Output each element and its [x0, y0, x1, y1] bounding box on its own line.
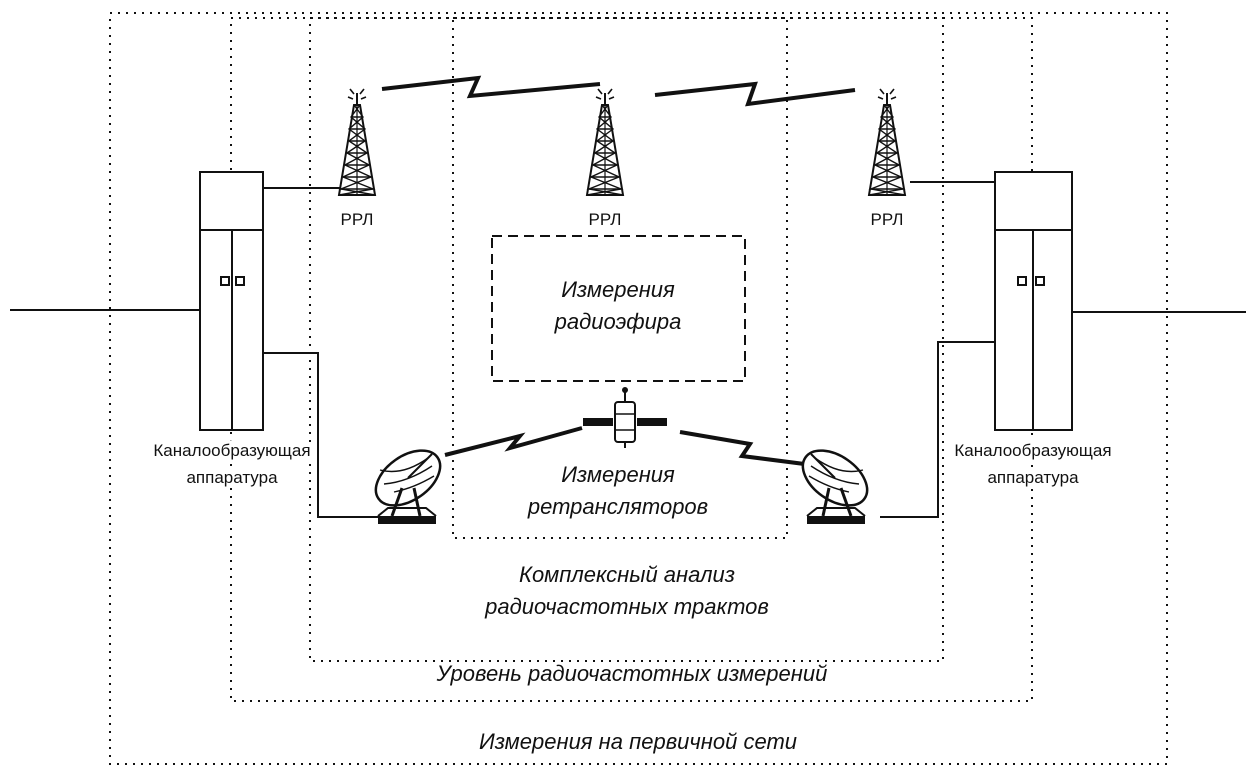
- earth-station-dish-right-icon: [791, 437, 879, 526]
- radio-relay-tower-center-icon: [586, 88, 624, 196]
- satellite-link-left-icon: [444, 426, 583, 457]
- transponders-label-line1: Измерения: [561, 462, 675, 487]
- equipment-right-label-line1: Каналообразующая: [954, 441, 1111, 460]
- equipment-left-label-line1: Каналообразующая: [153, 441, 310, 460]
- zone-airwaves-measurements: [491, 235, 746, 382]
- equipment-left-label-line2: аппаратура: [186, 468, 278, 487]
- zone-transponder-measurements: [452, 17, 788, 539]
- satellite-link-right-icon: [679, 430, 821, 468]
- earth-station-dish-left-icon: [364, 437, 452, 526]
- equipment-cabinet-left: [199, 171, 264, 431]
- complex-analysis-label-line2: радиочастотных трактов: [484, 594, 769, 619]
- radio-link-right-icon: [654, 81, 856, 107]
- radio-relay-tower-left-icon: [338, 88, 376, 196]
- radio-relay-tower-right-icon: [868, 88, 906, 196]
- transponders-label-line2: ретрансляторов: [527, 494, 708, 519]
- zone-primary-network: [109, 12, 1168, 765]
- rf-level-label: Уровень радиочастотных измерений: [436, 661, 828, 686]
- satellite-icon: [583, 387, 667, 448]
- equipment-cabinet-right: [994, 171, 1073, 431]
- radio-link-left-icon: [381, 75, 601, 99]
- zone-complex-analysis: [309, 17, 944, 662]
- complex-analysis-label-line1: Комплексный анализ: [519, 562, 735, 587]
- primary-network-label: Измерения на первичной сети: [479, 729, 797, 754]
- equipment-right-label-line2: аппаратура: [987, 468, 1079, 487]
- airwaves-label-line2: радиоэфира: [554, 309, 682, 334]
- rrl-left-label: РРЛ: [341, 210, 374, 229]
- rrl-center-label: РРЛ: [589, 210, 622, 229]
- connection-wires: [263, 181, 995, 518]
- airwaves-label-line1: Измерения: [561, 277, 675, 302]
- rrl-right-label: РРЛ: [871, 210, 904, 229]
